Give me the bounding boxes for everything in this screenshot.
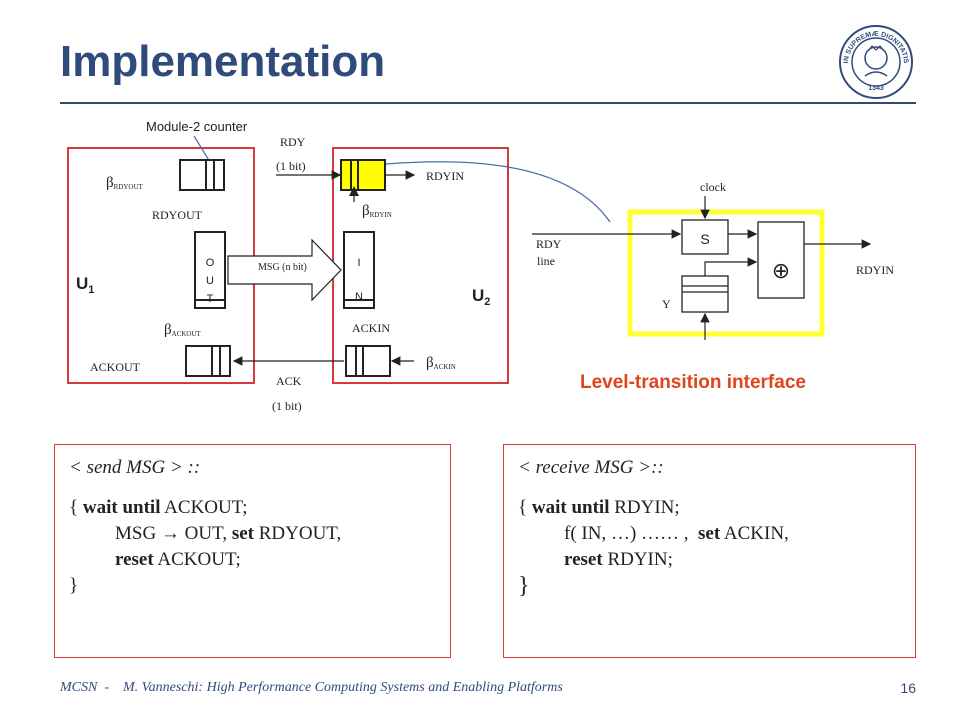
interface-callout-curve	[385, 161, 611, 223]
ack-bits-label: (1 bit)	[272, 399, 302, 413]
rdy-line-label-2: line	[537, 254, 555, 268]
out-letter-o: O	[206, 257, 215, 269]
interface-box	[627, 209, 825, 337]
clock-label: clock	[700, 180, 726, 194]
footer-text: MCSN - M. Vanneschi: High Performance Co…	[60, 680, 563, 695]
rdy-bits-label: (1 bit)	[276, 159, 306, 173]
in-letter-i: I	[357, 257, 360, 269]
send-close: }	[69, 575, 79, 596]
receive-line-2: f( IN, …) …… , set ACKIN,	[564, 523, 789, 544]
rdyout-label: RDYOUT	[152, 208, 203, 222]
rdyout-register	[179, 159, 225, 191]
s-register	[681, 219, 729, 255]
page-number: 16	[900, 680, 916, 696]
ackin-register	[345, 345, 391, 377]
beta-ackout-label: βACKOUT	[164, 322, 202, 338]
beta-rdyin-label: βRDYIN	[362, 203, 392, 219]
rdy-line-label-1: RDY	[536, 237, 562, 251]
s-label: S	[700, 231, 709, 247]
beta-ackin-label: βACKIN	[426, 355, 456, 371]
ackout-register	[185, 345, 231, 377]
university-seal-icon: IN SUPREMÆ DIGNITATIS 1343	[839, 25, 913, 99]
xor-block	[757, 221, 805, 299]
module-counter-pointer	[193, 135, 211, 163]
handshake-diagram: Module-2 counter βRDYOUT RDYOUT RDY (1 b…	[67, 119, 894, 413]
y-to-xor-wire	[704, 257, 758, 276]
ackout-label: ACKOUT	[90, 360, 141, 374]
ack-label: ACK	[276, 374, 302, 388]
title-underline	[60, 102, 916, 104]
msg-label: MSG (n bit)	[258, 262, 307, 273]
receive-line-3: reset RDYIN;	[564, 549, 673, 570]
xor-symbol: ⊕	[772, 258, 790, 283]
send-header: < send MSG > ::	[69, 457, 201, 478]
send-line-2: MSG → OUT, set RDYOUT,	[115, 523, 342, 544]
y-register	[681, 275, 729, 313]
receive-msg-box: < receive MSG >:: { wait until RDYIN; f(…	[503, 444, 916, 658]
y-label: Y	[662, 297, 671, 311]
msg-arrow	[227, 238, 342, 302]
interface-caption: Level-transition interface	[580, 372, 806, 393]
module-counter-label: Module-2 counter	[146, 119, 248, 134]
rdyin-out-label: RDYIN	[426, 169, 464, 183]
seal-year: 1343	[868, 85, 884, 92]
in-register	[343, 231, 375, 309]
out-register	[194, 231, 226, 309]
send-msg-box: < send MSG > :: { wait until ACKOUT; MSG…	[54, 444, 451, 658]
out-letter-t: T	[207, 293, 214, 305]
in-letter-n: N	[355, 291, 363, 303]
rdyin-output-label: RDYIN	[856, 263, 894, 277]
send-line-3: reset ACKOUT;	[115, 549, 241, 570]
page-title: Implementation	[60, 37, 386, 86]
receive-close: }	[518, 573, 530, 599]
out-letter-u: U	[206, 275, 214, 287]
rdyin-register	[340, 159, 386, 202]
rdy-label: RDY	[280, 135, 306, 149]
receive-line-1: { wait until RDYIN;	[518, 497, 680, 518]
send-line-1: { wait until ACKOUT;	[69, 497, 248, 518]
ackin-label: ACKIN	[352, 321, 390, 335]
u1-label: U1	[76, 274, 94, 296]
beta-rdyout-label: βRDYOUT	[106, 175, 144, 191]
receive-header: < receive MSG >::	[518, 457, 664, 478]
u2-label: U2	[472, 286, 490, 308]
